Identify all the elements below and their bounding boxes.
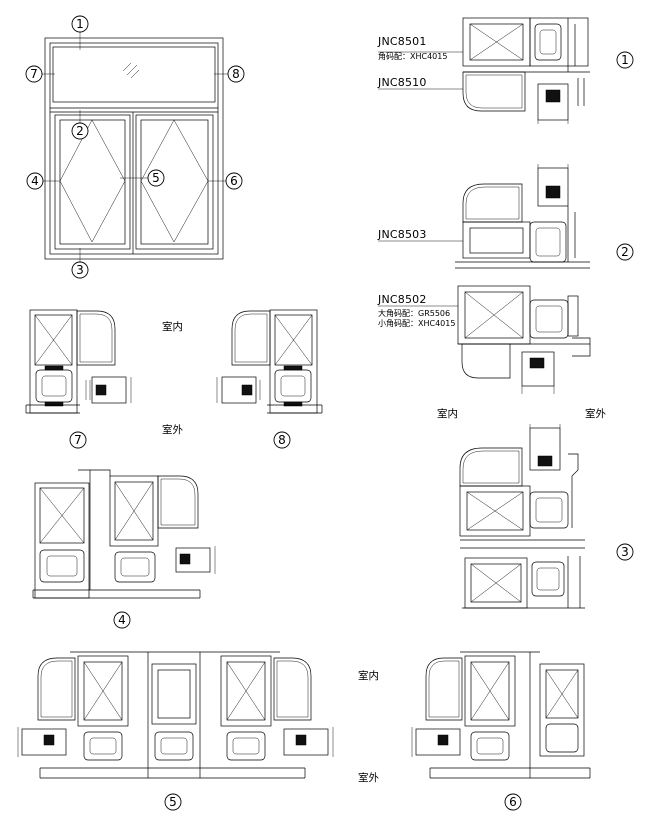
callout-6: 6 (230, 174, 238, 188)
callout-5: 5 (152, 171, 160, 185)
label-jnc8502: JNC8502 (377, 293, 427, 306)
callout-circle-2 (71, 122, 89, 140)
callout-7: 7 (30, 67, 38, 81)
section-5: 室内 室外 5 (17, 651, 379, 811)
callout-4: 4 (31, 174, 39, 188)
section-6-callout: 6 (509, 795, 517, 809)
section-7-callout: 7 (74, 433, 82, 447)
section-5-outdoor-label: 室外 (358, 771, 379, 784)
window-elevation: 1 2 3 4 5 6 7 8 (25, 15, 245, 279)
label-jnc8501-corner: 角码配：XHC4015 (378, 51, 447, 61)
section-6: 6 (411, 651, 591, 811)
label-jnc8510: JNC8510 (377, 76, 427, 89)
label-jnc8502-small: 小角码配：XHC4015 (378, 318, 455, 328)
label-jnc8503: JNC8503 (377, 228, 427, 241)
section-3: 3 (459, 424, 634, 609)
section-4-callout: 4 (118, 613, 126, 627)
callout-2: 2 (76, 124, 84, 138)
callout-circle-1 (71, 15, 89, 33)
callout-8: 8 (232, 67, 240, 81)
section-5-indoor-label: 室内 (358, 669, 379, 682)
section-7-glass (91, 376, 127, 404)
section-8-callout: 8 (278, 433, 286, 447)
section-1: JNC8501 角码配：XHC4015 JNC8510 1 (377, 17, 634, 124)
callout-circle-4 (26, 172, 44, 190)
section-7-frame-cap (76, 310, 116, 366)
left-sash (54, 114, 131, 250)
left-sash-opening-mark (59, 119, 126, 243)
section-5-callout: 5 (169, 795, 177, 809)
callout-circle-6 (225, 172, 243, 190)
section-2-indoor-label: 室内 (437, 407, 458, 420)
section-1-callout: 1 (621, 53, 629, 67)
glass-mark (122, 62, 132, 72)
section-8: 8 (216, 309, 323, 449)
right-sash-opening-mark (140, 119, 209, 243)
section-2: JNC8503 JNC8502 大角码配：GR5506 小角码配：XHC4015… (377, 164, 634, 420)
section-3-callout: 3 (621, 545, 629, 559)
section-7-indoor-label: 室内 (162, 320, 183, 333)
callout-3: 3 (76, 263, 84, 277)
transom-glass (52, 46, 216, 103)
section-8-frame-cap (231, 310, 271, 366)
section-7-outdoor-label: 室外 (162, 423, 183, 436)
callout-circle-3 (71, 261, 89, 279)
section-7-thermal (35, 369, 73, 403)
outer-frame (44, 37, 224, 260)
callout-circle-8 (227, 65, 245, 83)
section-2-outdoor-label: 室外 (585, 407, 606, 420)
inner-frame (49, 42, 219, 255)
label-jnc8502-large: 大角码配：GR5506 (378, 308, 450, 318)
callout-circle-5 (147, 169, 165, 187)
section-4: 4 (32, 469, 216, 629)
label-jnc8501: JNC8501 (377, 35, 427, 48)
section-7: 室内 室外 7 (25, 309, 183, 449)
callout-circle-7 (25, 65, 43, 83)
right-sash (135, 114, 214, 250)
section-2-callout: 2 (621, 245, 629, 259)
callout-1: 1 (76, 17, 84, 31)
